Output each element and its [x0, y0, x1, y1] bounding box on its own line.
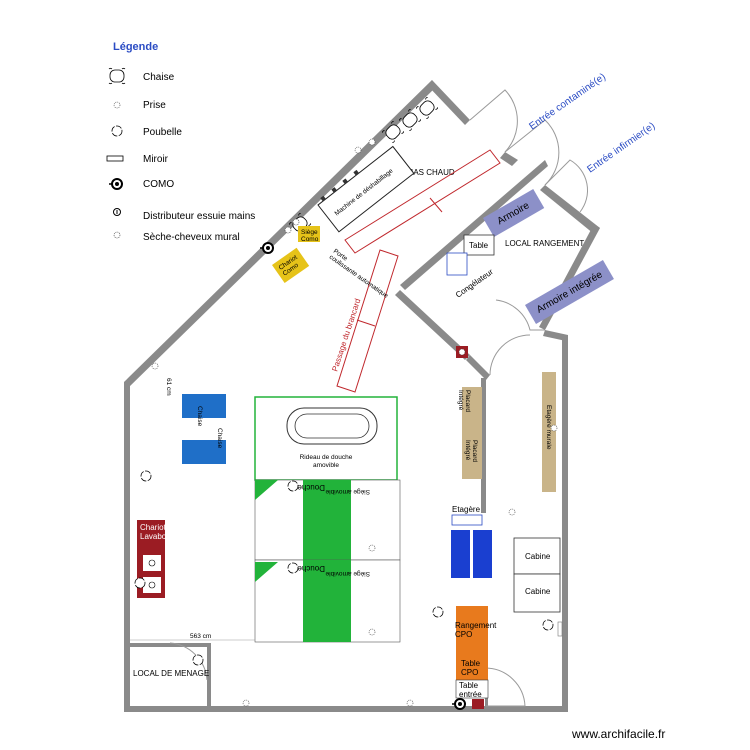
entree-infirmier-label: Entrée infirmier(e) [585, 121, 657, 176]
trash-bin-icon [287, 562, 299, 574]
siege-amovible-2-label: Siège amovible [325, 570, 370, 577]
trash-bin-icon [287, 480, 299, 492]
legend: Légende Chaise Prise Poubelle Miroir COM… [106, 41, 255, 243]
watermark: www.archifacile.fr [571, 727, 665, 741]
svg-text:Chaise: Chaise [216, 428, 223, 449]
outlet-icon [151, 362, 159, 370]
outlet-icon [354, 146, 362, 154]
doors [169, 89, 589, 707]
svg-text:Table: Table [469, 241, 489, 250]
legend-seche-cheveux: Sèche-cheveux mural [143, 232, 240, 243]
legend-como: COMO [143, 179, 174, 190]
outlet-icon [368, 544, 376, 552]
hair-dryer-icon [292, 218, 300, 226]
trash-bin-icon [432, 606, 444, 618]
sas-chaud-label: SAS CHAUD [408, 168, 455, 177]
armoire-integree: Armoire intégrée [525, 260, 614, 325]
outlet-icon [458, 348, 466, 356]
cabine-2: Cabine [513, 573, 561, 613]
outlet-icon [550, 424, 558, 432]
outlet-icon [368, 138, 376, 146]
outlet-icon [406, 699, 414, 707]
porte-coulissante-label: Portecoulissante automatique [328, 248, 394, 300]
svg-text:PlacardIntégré: PlacardIntégré [464, 440, 478, 462]
outlet-icon [368, 628, 376, 636]
svg-text:Etagère murale: Etagère murale [545, 405, 552, 450]
como-red-box [472, 699, 484, 709]
mirror-icon [106, 155, 124, 162]
legend-miroir: Miroir [143, 154, 169, 165]
svg-text:Entrée infirmier(e): Entrée infirmier(e) [585, 121, 657, 176]
hair-dryer-icon [284, 226, 292, 234]
svg-text:Cabine: Cabine [525, 587, 551, 596]
navy-chair-1 [451, 530, 470, 578]
siege-amovible-1-label: Siège amovible [325, 488, 370, 495]
como-icon [108, 178, 123, 190]
passage-brancard-label: Passage du brancard [330, 297, 362, 372]
rideau-douche-line1: Rideau de douche [300, 454, 353, 461]
svg-text:PlacardIntégré: PlacardIntégré [457, 390, 471, 412]
legend-poubelle: Poubelle [143, 127, 182, 138]
etagere-box [451, 514, 483, 526]
dim-61cm: 61 cm [165, 378, 172, 396]
outlet-icon [242, 699, 250, 707]
chair-icon [108, 67, 126, 85]
svg-text:Entrée contaminé(e): Entrée contaminé(e) [527, 71, 608, 132]
douche-1-label: Douche [297, 483, 325, 492]
douche-2-label: Douche [297, 564, 325, 573]
cabine-1: Cabine [513, 537, 561, 575]
legend-chaise: Chaise [143, 72, 175, 83]
dim-563cm: 563 cm [190, 633, 211, 640]
towel-dispenser-icon [113, 208, 121, 216]
svg-text:Cabine: Cabine [525, 552, 551, 561]
local-rangement-label: LOCAL RANGEMENT [505, 239, 584, 248]
svg-text:Portecoulissante automatique: Portecoulissante automatique [328, 248, 394, 300]
trash-bin-icon [542, 619, 554, 631]
armoire: Armoire [483, 189, 545, 238]
red-rails [336, 149, 501, 393]
hair-dryer-icon [113, 231, 121, 239]
congelateur-box [446, 252, 468, 276]
legend-distributeur: Distributeur essuie mains [143, 211, 255, 222]
legend-title: Légende [113, 41, 158, 53]
trash-bin-icon [140, 470, 152, 482]
svg-text:Passage du brancard: Passage du brancard [330, 297, 362, 372]
shower-block-1: Douche Siège amovible [254, 479, 401, 561]
shower-block-2: Douche Siège amovible [254, 559, 401, 643]
etagere-label: Etagère [452, 505, 481, 514]
trash-bin-icon [111, 125, 123, 137]
chariot-como: ChariotComo [272, 247, 310, 284]
placard-integre-2: PlacardIntégré [462, 433, 482, 479]
trash-bin-icon [192, 654, 204, 666]
entree-contaminee-label: Entrée contaminé(e) [527, 71, 608, 132]
local-menage-label: LOCAL DE MENAGE [133, 669, 209, 678]
blue-chair-1: Chaise [182, 394, 226, 427]
svg-text:Chaise: Chaise [196, 406, 203, 427]
trash-bin-icon [134, 577, 146, 589]
etagere-murale: Etagère murale [542, 372, 556, 492]
outlet-icon [113, 101, 121, 109]
shower-curtain-area: Rideau de douche amovible [254, 396, 398, 481]
blue-chair-2: Chaise [182, 428, 226, 464]
placard-integre-1: PlacardIntégré [457, 387, 482, 433]
table-rangement: Table [463, 234, 495, 256]
legend-prise: Prise [143, 100, 166, 111]
rideau-douche-line2: amovible [313, 462, 339, 469]
outlet-icon [508, 508, 516, 516]
navy-chair-2 [473, 530, 492, 578]
